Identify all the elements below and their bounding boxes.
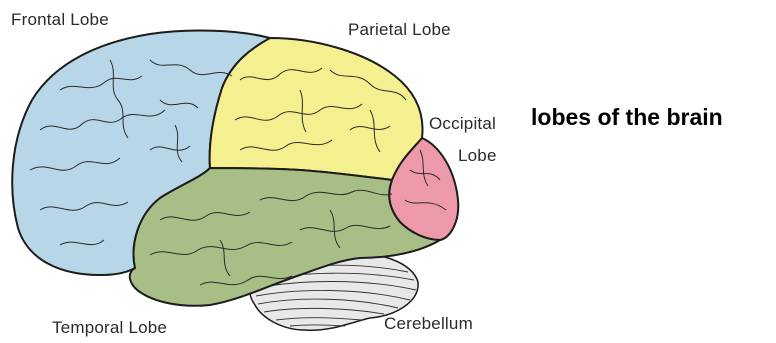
diagram-title: lobes of the brain [531, 104, 723, 131]
frontal-lobe-label: Frontal Lobe [11, 10, 109, 30]
parietal-lobe-region [210, 38, 423, 180]
cerebellum-label: Cerebellum [384, 314, 473, 334]
parietal-lobe-label: Parietal Lobe [348, 20, 451, 40]
occipital-lobe-label-line1: Occipital [429, 114, 496, 134]
temporal-lobe-label: Temporal Lobe [52, 318, 167, 338]
occipital-lobe-label-line2: Lobe [458, 146, 497, 166]
